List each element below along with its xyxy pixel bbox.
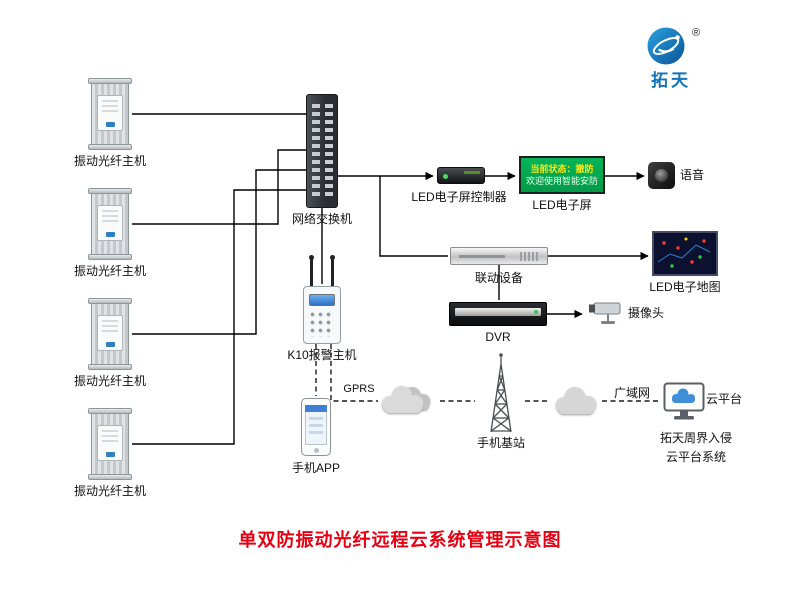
fiber-host-bottom-cap xyxy=(88,144,132,150)
network-cloud-2 xyxy=(552,385,602,422)
led-map-label: LED电子地图 xyxy=(649,280,721,294)
led-map-icon xyxy=(652,231,718,276)
fiber-host-top-cap xyxy=(88,78,132,84)
fiber-host-4 xyxy=(88,408,132,480)
fiber-host-label-1: 振动光纤主机 xyxy=(73,154,146,168)
line-switch-linkage xyxy=(379,176,448,257)
brand-logo-icon xyxy=(647,27,685,65)
fiber-host-body xyxy=(91,194,129,254)
fiber-host-plate xyxy=(97,95,123,131)
line-host4-switch xyxy=(132,189,306,445)
network-cloud-1 xyxy=(378,381,440,424)
fiber-host-top-cap xyxy=(88,298,132,304)
network-switch xyxy=(306,94,338,208)
dvr-front-panel xyxy=(455,308,541,316)
dvr-label: DVR xyxy=(485,330,511,344)
controller-strip xyxy=(464,171,480,174)
fiber-host-top-cap xyxy=(88,188,132,194)
cloud-icon xyxy=(382,386,430,413)
led-screen-line2: 欢迎使用智能安防 xyxy=(525,175,598,186)
fiber-host-body xyxy=(91,304,129,364)
fiber-host-bottom-cap xyxy=(88,474,132,480)
switch-ports-column xyxy=(312,104,320,198)
phone-app-label: 手机APP xyxy=(291,461,340,475)
line-host3-switch xyxy=(132,169,306,335)
phone-screen xyxy=(305,405,327,445)
voice-speaker xyxy=(648,162,675,189)
led-screen-controller xyxy=(437,167,485,184)
fiber-host-2 xyxy=(88,188,132,260)
dashed-k10-cloud xyxy=(330,344,378,402)
fiber-host-body xyxy=(91,84,129,144)
camera-device xyxy=(586,299,626,332)
led-map xyxy=(652,231,718,281)
camera-icon xyxy=(589,302,621,324)
tower-icon xyxy=(490,353,512,433)
fiber-host-top-cap xyxy=(88,408,132,414)
led-screen-display: 当前状态：撤防 欢迎使用智能安防 xyxy=(519,156,605,194)
fiber-host-body xyxy=(91,414,129,474)
led-screen-label: LED电子屏 xyxy=(532,198,592,212)
brand-logo: ® 拓天 xyxy=(646,26,716,90)
k10-alarm-host xyxy=(303,255,341,344)
fiber-host-3 xyxy=(88,298,132,370)
fiber-host-bottom-cap xyxy=(88,364,132,370)
brand-name: 拓天 xyxy=(651,71,691,90)
fiber-host-label-3: 振动光纤主机 xyxy=(73,374,146,388)
k10-body xyxy=(303,286,341,344)
fiber-host-plate xyxy=(97,205,123,241)
k10-screen xyxy=(309,294,335,306)
fiber-host-plate xyxy=(97,315,123,351)
fiber-host-plate xyxy=(97,425,123,461)
monitor-icon xyxy=(663,382,705,420)
k10-label: K10报警主机 xyxy=(287,348,357,362)
fiber-host-label-2: 振动光纤主机 xyxy=(73,264,146,278)
line-host2-switch xyxy=(132,149,306,225)
wan-label: 广域网 xyxy=(613,386,650,400)
platform-caption-line1: 拓天周界入侵 xyxy=(659,431,732,445)
cloud-platform-label: 云平台 xyxy=(706,392,743,406)
platform-caption-line2: 云平台系统 xyxy=(665,450,726,464)
linkage-vents xyxy=(520,252,540,261)
speaker-icon xyxy=(655,169,668,182)
antenna-icon xyxy=(309,255,314,288)
cloud-platform-monitor xyxy=(663,382,705,429)
linkage-label: 联动设备 xyxy=(474,271,523,285)
fiber-host-1 xyxy=(88,78,132,150)
cloud-icon xyxy=(556,387,596,414)
network-switch-label: 网络交换机 xyxy=(291,212,352,226)
k10-keypad xyxy=(310,312,334,337)
gprs-label: GPRS xyxy=(343,383,375,395)
registered-mark: ® xyxy=(692,27,701,39)
base-station-label: 手机基站 xyxy=(476,436,525,450)
dvr-device xyxy=(449,302,547,326)
phone-app-device xyxy=(301,398,331,456)
page-title: 单双防振动光纤远程云系统管理示意图 xyxy=(238,530,562,550)
switch-ports-column xyxy=(325,104,333,198)
linkage-device xyxy=(450,247,548,265)
voice-label: 语音 xyxy=(680,168,705,182)
linkage-slot xyxy=(459,255,505,258)
phone-home-button xyxy=(313,448,319,453)
fiber-host-bottom-cap xyxy=(88,254,132,260)
status-led-icon xyxy=(443,174,448,179)
antenna-icon xyxy=(330,255,335,288)
led-screen-line1: 当前状态：撤防 xyxy=(530,163,594,174)
base-station-tower xyxy=(477,352,525,439)
led-controller-label: LED电子屏控制器 xyxy=(411,190,507,204)
camera-label: 摄像头 xyxy=(628,306,665,320)
fiber-host-label-4: 振动光纤主机 xyxy=(73,484,146,498)
